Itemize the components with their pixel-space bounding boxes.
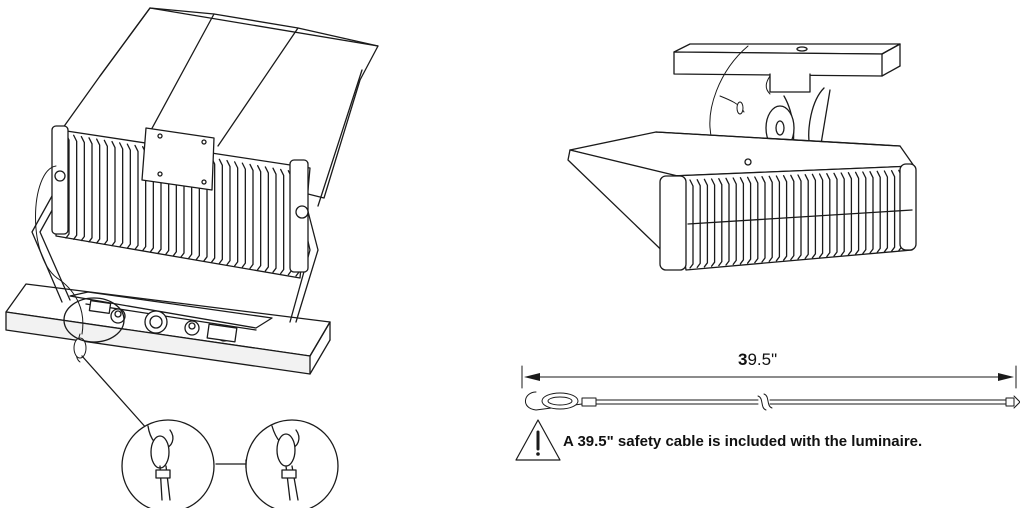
- dimension-label: 39.5": [738, 350, 777, 370]
- heatsink-fin: [272, 167, 277, 273]
- heatsink-fin: [264, 166, 269, 272]
- mounting-plate: [5, 283, 331, 375]
- right-heatsink-fin: [826, 173, 831, 258]
- dimension-arrow-right: [998, 373, 1014, 381]
- right-housing-hood: [567, 131, 915, 267]
- heatsink-body: [51, 125, 311, 279]
- right-heatsink-fin: [754, 176, 759, 264]
- right-heatsink-fin: [847, 172, 853, 256]
- right-heatsink-fin: [689, 179, 694, 269]
- right-safety-cable: [709, 45, 771, 141]
- right-heatsink-fin: [710, 178, 716, 267]
- right-heatsink-fin: [883, 170, 889, 253]
- right-heatsink-fin: [718, 178, 723, 267]
- right-heatsink-fin: [862, 171, 867, 255]
- heatsink-fin: [134, 144, 139, 251]
- safety-cable-note: A 39.5" safety cable is included with th…: [563, 433, 923, 450]
- right-heatsink: [659, 158, 917, 271]
- right-heatsink-fin: [732, 177, 737, 266]
- heatsink-fin: [73, 134, 78, 240]
- heatsink-fin: [111, 140, 116, 247]
- heatsink-fin: [280, 168, 285, 275]
- right-heatsink-fin: [761, 176, 766, 263]
- right-heatsink-fin: [768, 175, 773, 263]
- heatsink-fin: [119, 142, 124, 248]
- warning-icon: [515, 419, 561, 461]
- heatsink-fin: [218, 158, 223, 264]
- dimension-label-lead: 3: [738, 350, 748, 369]
- right-heatsink-fin: [782, 175, 788, 261]
- left-safety-cable: [35, 165, 87, 363]
- callout-marker: [63, 297, 125, 343]
- callout-leader: [81, 355, 149, 431]
- detail-circle-after: [245, 419, 339, 508]
- heatsink-fin: [234, 161, 239, 267]
- heatsink-fin: [257, 165, 262, 271]
- heatsink-fin: [249, 163, 254, 270]
- right-heatsink-fin: [854, 171, 860, 255]
- dimension-label-rest: 9.5": [747, 350, 778, 369]
- heatsink-fin: [96, 138, 101, 244]
- right-heatsink-fin: [818, 173, 824, 258]
- right-heatsink-fin: [804, 174, 809, 260]
- right-heatsink-fin: [696, 179, 701, 269]
- dimension-arrow-left: [524, 373, 540, 381]
- crossarm: [673, 43, 901, 77]
- right-heatsink-fin: [890, 170, 896, 252]
- right-heatsink-fin: [790, 174, 795, 261]
- right-heatsink-fin: [833, 172, 838, 257]
- right-heatsink-fin: [811, 173, 817, 259]
- dimension-line: [521, 365, 1017, 389]
- heatsink-fin: [103, 139, 108, 245]
- heatsink-fin: [88, 137, 93, 243]
- right-luminaire: [515, 43, 1020, 461]
- heatsink-fin: [241, 162, 246, 268]
- right-heatsink-fin: [869, 171, 874, 254]
- right-heatsink-fin: [876, 170, 881, 254]
- right-heatsink-fin: [775, 175, 781, 262]
- heatsink-fin: [126, 143, 131, 249]
- right-heatsink-fin: [840, 172, 845, 257]
- right-heatsink-fin: [739, 177, 745, 265]
- safety-cable-illustration: [525, 391, 1020, 411]
- right-heatsink-fin: [703, 178, 709, 268]
- left-luminaire: [5, 7, 379, 508]
- heatsink-fin: [226, 159, 231, 266]
- right-heatsink-fin: [746, 176, 752, 264]
- heatsink-fin: [80, 135, 85, 242]
- right-heatsink-fin: [797, 174, 802, 260]
- right-heatsink-fin: [725, 177, 730, 266]
- detail-circle-before: [121, 419, 215, 508]
